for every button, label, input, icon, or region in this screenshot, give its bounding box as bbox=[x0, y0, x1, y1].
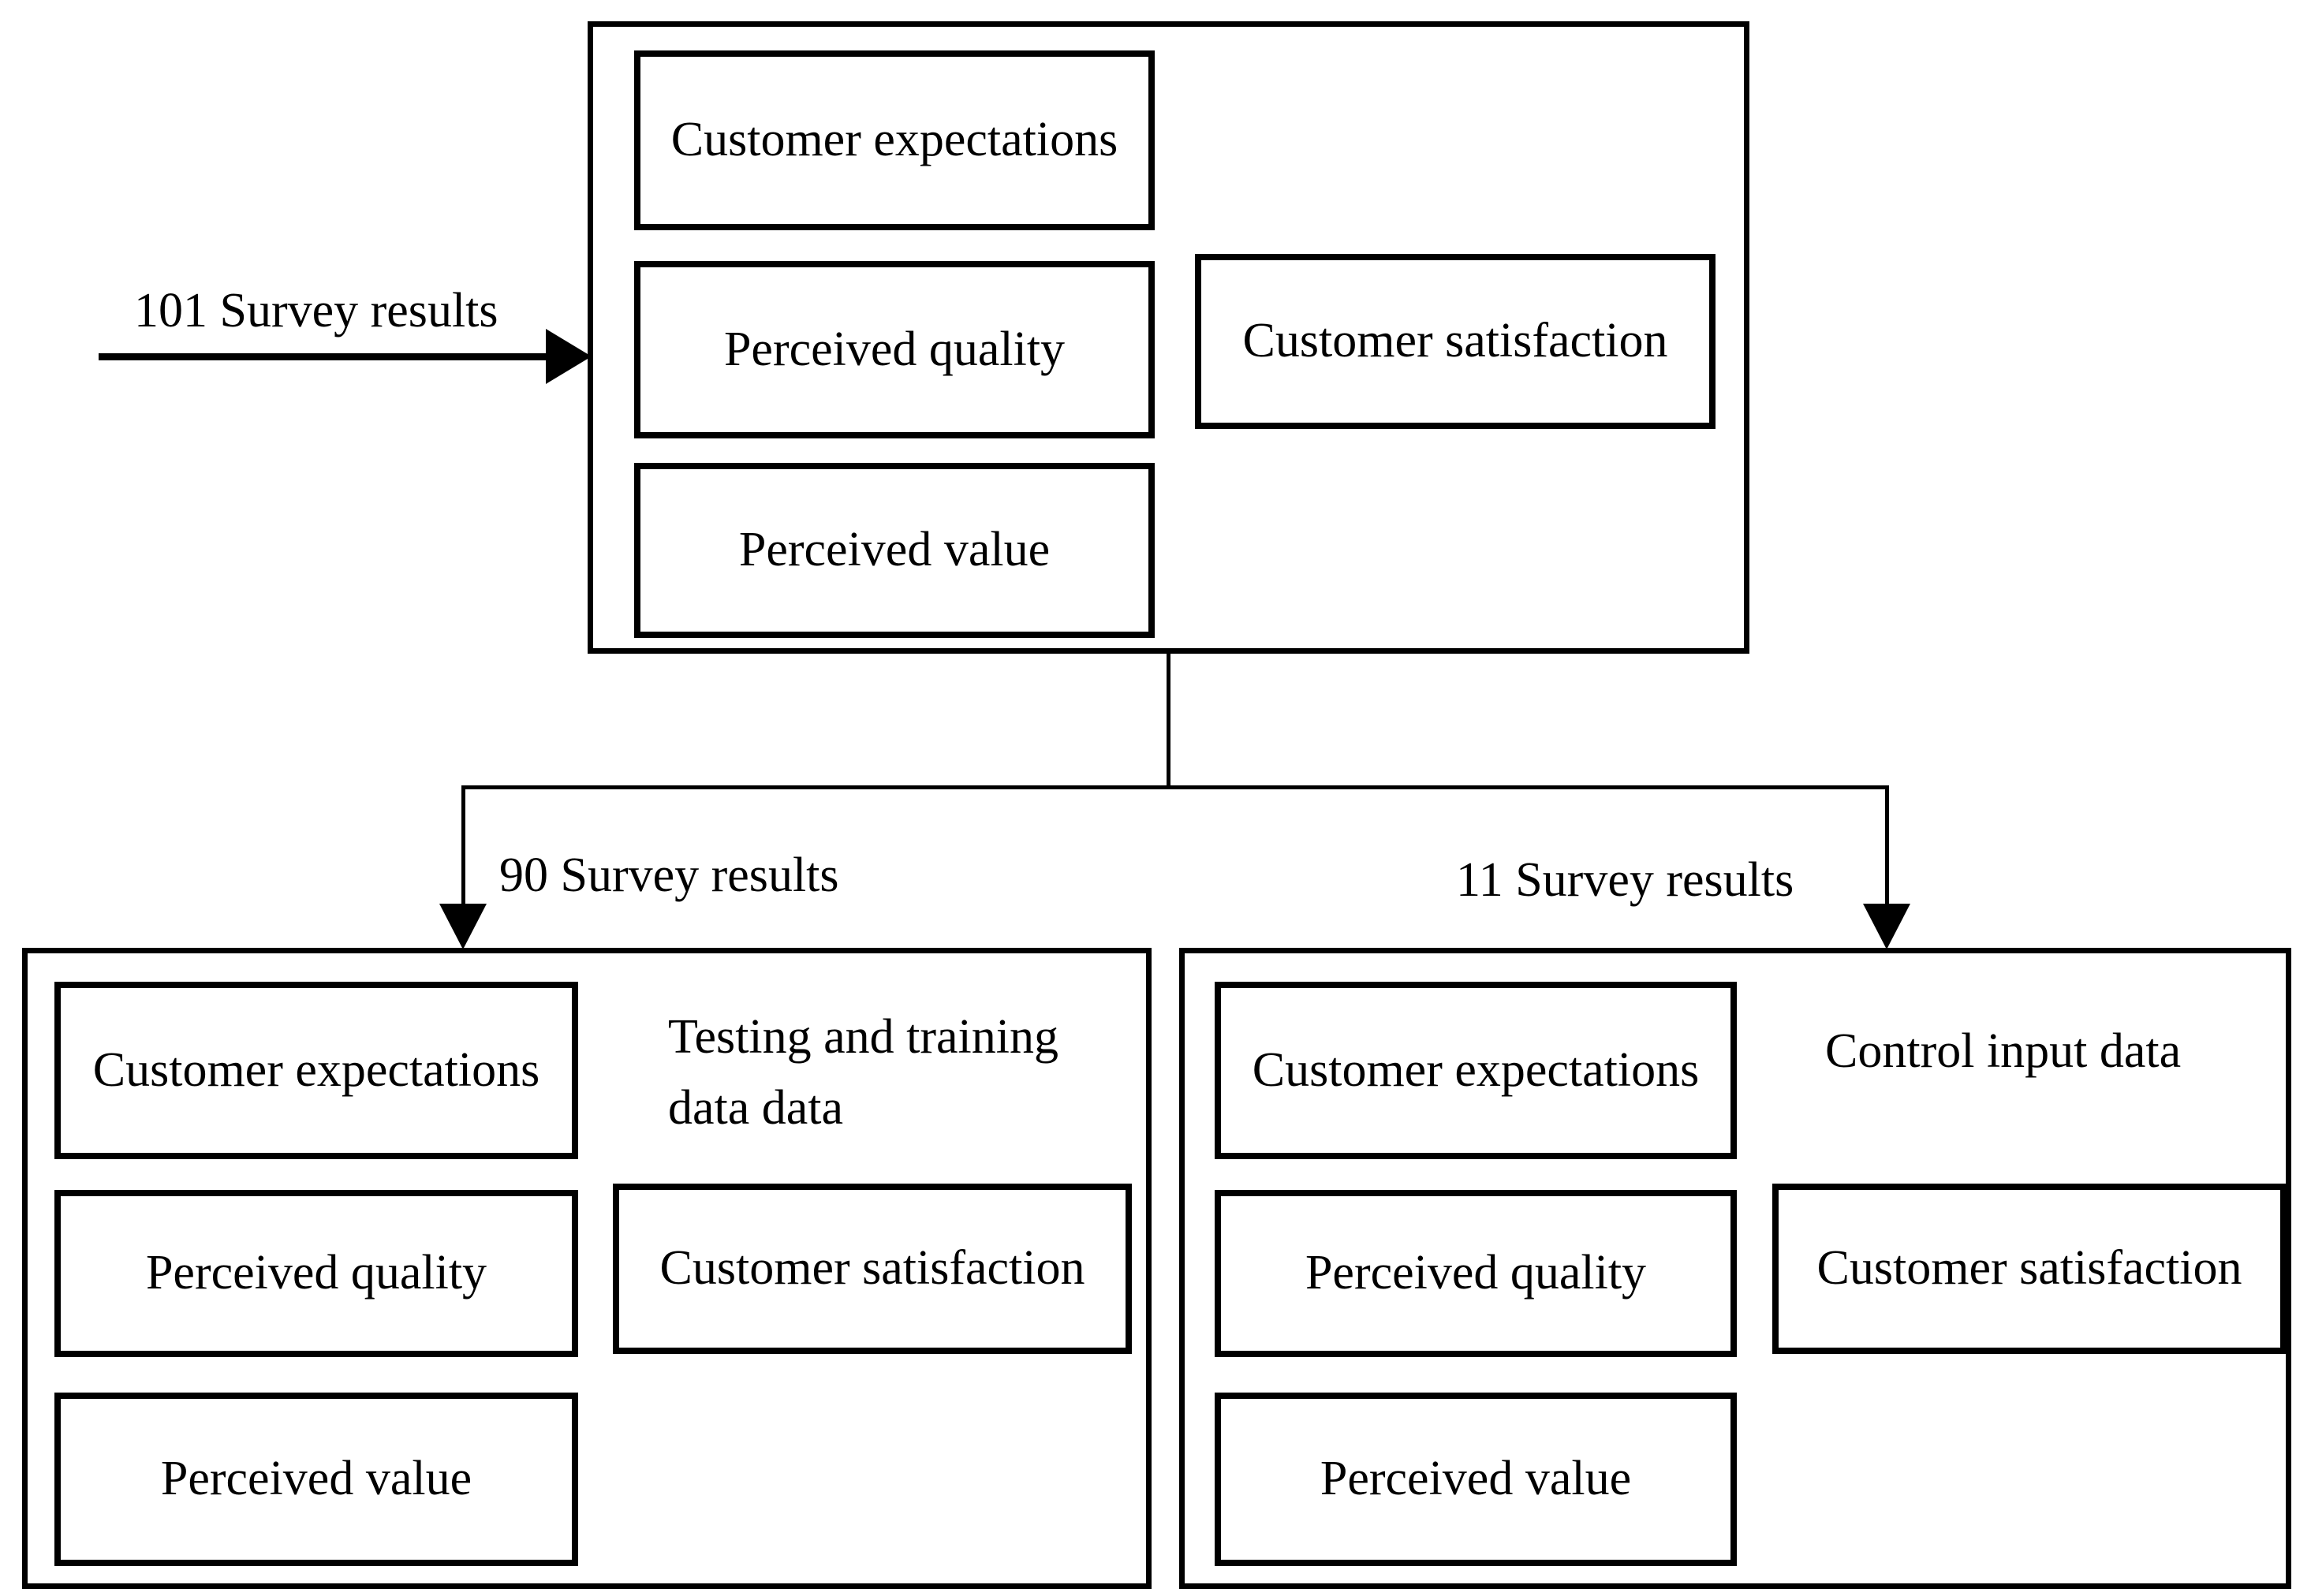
top-group-box: Customer expectations Perceived quality … bbox=[588, 21, 1749, 654]
top-perceived-value-label: Perceived value bbox=[738, 523, 1051, 577]
input-arrow-label: 101 Survey results bbox=[134, 284, 498, 337]
left-customer-expectations-label: Customer expectations bbox=[92, 1042, 540, 1097]
arrowhead-down-left-icon bbox=[439, 904, 487, 949]
left-customer-satisfaction-label: Customer satisfaction bbox=[659, 1241, 1085, 1296]
left-group-caption: Testing and training data data bbox=[668, 1010, 1059, 1135]
top-customer-satisfaction-label: Customer satisfaction bbox=[1242, 314, 1668, 368]
right-group-caption: Control input data bbox=[1825, 1024, 2182, 1078]
left-branch-label: 90 Survey results bbox=[499, 848, 839, 902]
right-customer-expectations-box: Customer expectations bbox=[1215, 982, 1737, 1159]
left-perceived-value-box: Perceived value bbox=[54, 1393, 578, 1566]
left-customer-expectations-box: Customer expectations bbox=[54, 982, 578, 1159]
right-customer-satisfaction-label: Customer satisfaction bbox=[1816, 1241, 2242, 1296]
right-perceived-quality-label: Perceived quality bbox=[1305, 1246, 1647, 1300]
connector-horizontal-line bbox=[461, 785, 1889, 789]
top-perceived-quality-box: Perceived quality bbox=[634, 261, 1155, 438]
connector-right-vertical-line bbox=[1885, 785, 1889, 908]
connector-stub-line bbox=[1167, 654, 1170, 789]
right-customer-satisfaction-box: Customer satisfaction bbox=[1772, 1184, 2287, 1354]
top-customer-satisfaction-box: Customer satisfaction bbox=[1195, 254, 1716, 429]
top-perceived-value-box: Perceived value bbox=[634, 463, 1155, 638]
left-perceived-quality-label: Perceived quality bbox=[145, 1246, 487, 1300]
left-customer-satisfaction-box: Customer satisfaction bbox=[613, 1184, 1132, 1354]
right-perceived-value-box: Perceived value bbox=[1215, 1393, 1737, 1566]
left-group-box: Customer expectations Testing and traini… bbox=[22, 948, 1152, 1589]
right-branch-label: 11 Survey results bbox=[1456, 853, 1794, 907]
top-customer-expectations-label: Customer expectations bbox=[670, 113, 1118, 167]
arrowhead-right-icon bbox=[546, 329, 592, 384]
arrowhead-down-right-icon bbox=[1863, 904, 1910, 949]
right-customer-expectations-label: Customer expectations bbox=[1252, 1042, 1700, 1097]
top-customer-expectations-box: Customer expectations bbox=[634, 50, 1155, 230]
left-perceived-quality-box: Perceived quality bbox=[54, 1190, 578, 1357]
right-perceived-value-label: Perceived value bbox=[1320, 1452, 1632, 1506]
input-arrow-line bbox=[99, 353, 552, 360]
right-perceived-quality-box: Perceived quality bbox=[1215, 1190, 1737, 1357]
top-perceived-quality-label: Perceived quality bbox=[723, 322, 1066, 376]
right-group-box: Customer expectations Control input data… bbox=[1179, 948, 2291, 1589]
left-perceived-value-label: Perceived value bbox=[160, 1452, 472, 1506]
connector-left-vertical-line bbox=[461, 785, 465, 908]
